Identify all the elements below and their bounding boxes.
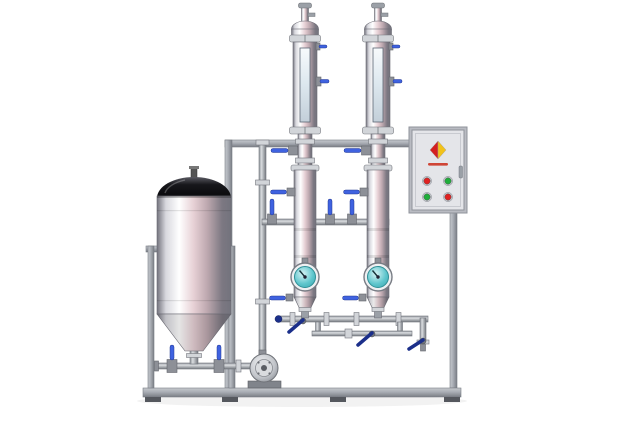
- pump-bolt: [268, 372, 271, 375]
- frame-foot: [222, 397, 238, 402]
- bottom-piping: [274, 312, 430, 352]
- pump-bolt: [257, 361, 260, 364]
- drain-outlet: [420, 343, 426, 352]
- manifold-valve: [347, 198, 357, 225]
- navy-valve-handle: [356, 331, 374, 347]
- drain-pipe: [311, 330, 413, 337]
- indicator-light-green: [423, 193, 431, 201]
- dome-fitting: [190, 167, 198, 179]
- weld-seam: [157, 210, 231, 212]
- riser-pipe: [258, 142, 267, 356]
- manifold-valve: [267, 198, 277, 225]
- valve-boss: [213, 359, 225, 373]
- riser-cap: [255, 139, 270, 146]
- brand-text-mark: [428, 163, 448, 166]
- union-fitting: [344, 328, 353, 339]
- tri-clamp: [255, 179, 270, 186]
- pump-bolt: [268, 361, 271, 364]
- valve-boss: [325, 213, 335, 225]
- tank-cone: [156, 313, 232, 352]
- tank-dome: [157, 177, 231, 199]
- pipe-end-cap: [274, 315, 283, 323]
- drop-connector: [397, 321, 403, 332]
- tri-clamp: [323, 312, 330, 326]
- panel-latch: [458, 165, 463, 179]
- indicator-light-green: [444, 177, 452, 185]
- conical-tank: [156, 166, 232, 352]
- tank-cone-shade: [157, 314, 231, 351]
- weld-seam: [157, 300, 231, 302]
- floor-shadow: [137, 395, 467, 407]
- frame-foot: [330, 397, 346, 402]
- tank-body: [156, 195, 232, 315]
- pump-bolt: [257, 372, 260, 375]
- dome-fitting-cap: [189, 166, 199, 169]
- butterfly-valve-handle: [269, 198, 275, 216]
- dome-highlight: [164, 179, 186, 194]
- butterfly-valve-handle: [349, 198, 355, 216]
- tri-clamp: [289, 312, 296, 326]
- drop-connector: [315, 321, 321, 332]
- valve-boss: [347, 213, 357, 225]
- tank-stand-leg: [147, 245, 155, 389]
- butterfly-valve-handle: [216, 344, 222, 361]
- tank-rim-shadow: [157, 196, 231, 198]
- valve-boss: [267, 213, 277, 225]
- pipe-end-cap: [154, 360, 159, 372]
- tri-clamp: [186, 353, 202, 358]
- feed-pump: [247, 349, 282, 389]
- drain-valve: [287, 317, 307, 334]
- brand-logo-right: [437, 140, 447, 160]
- indicator-light-red: [444, 193, 452, 201]
- indicator-light-red: [423, 177, 431, 185]
- pump-hub: [261, 365, 267, 371]
- manifold-valve: [325, 198, 335, 225]
- butterfly-valve-handle: [169, 344, 175, 361]
- butterfly-valve-handle: [327, 198, 333, 216]
- valve-boss: [166, 359, 178, 373]
- drain-valve: [407, 337, 427, 351]
- tri-clamp: [235, 359, 242, 373]
- navy-valve-handle: [407, 338, 425, 351]
- frame-foot: [444, 397, 460, 402]
- tri-clamp: [255, 298, 270, 305]
- tri-clamp: [353, 312, 360, 326]
- control-panel: [408, 126, 468, 214]
- drain-valve: [356, 330, 376, 347]
- frame-base-rail: [142, 387, 462, 398]
- navy-valve-handle: [287, 318, 305, 334]
- frame-foot: [145, 397, 161, 402]
